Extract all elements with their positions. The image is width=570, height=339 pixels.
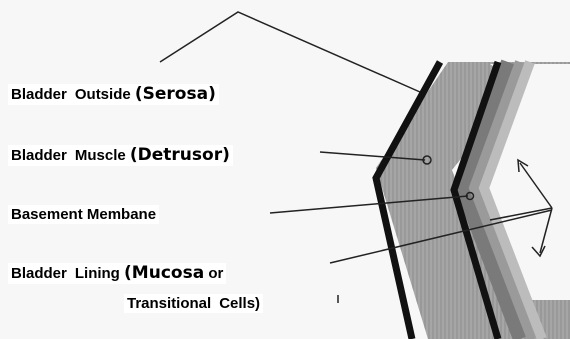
muscle-word-1: Bladder bbox=[11, 147, 67, 164]
muscle-word-2: Muscle bbox=[75, 147, 126, 164]
lining-word-transitional: Transitional bbox=[127, 295, 211, 312]
muscle-paren: (Detrusor) bbox=[130, 145, 230, 165]
lining-word-cells: Cells) bbox=[219, 295, 260, 312]
serosa-pointer bbox=[160, 12, 420, 92]
label-bladder-outside: Bladder Outside (Serosa) bbox=[8, 84, 219, 105]
label-bladder-lining-line2: Transitional Cells) bbox=[124, 294, 263, 313]
lining-word-2: Lining bbox=[75, 265, 120, 282]
lining-or: or bbox=[208, 265, 223, 282]
label-bladder-lining: Bladder Lining (Mucosa or bbox=[8, 263, 226, 284]
label-basement-membrane: Basement Membane bbox=[8, 205, 159, 224]
basement-text: Basement Membane bbox=[11, 206, 156, 223]
label-bladder-muscle: Bladder Muscle (Detrusor) bbox=[8, 145, 233, 166]
outside-paren: (Serosa) bbox=[135, 84, 216, 104]
lining-word-1: Bladder bbox=[11, 265, 67, 282]
lining-paren: (Mucosa bbox=[124, 263, 204, 283]
outside-word-1: Bladder bbox=[11, 86, 67, 103]
outside-word-2: Outside bbox=[75, 86, 131, 103]
